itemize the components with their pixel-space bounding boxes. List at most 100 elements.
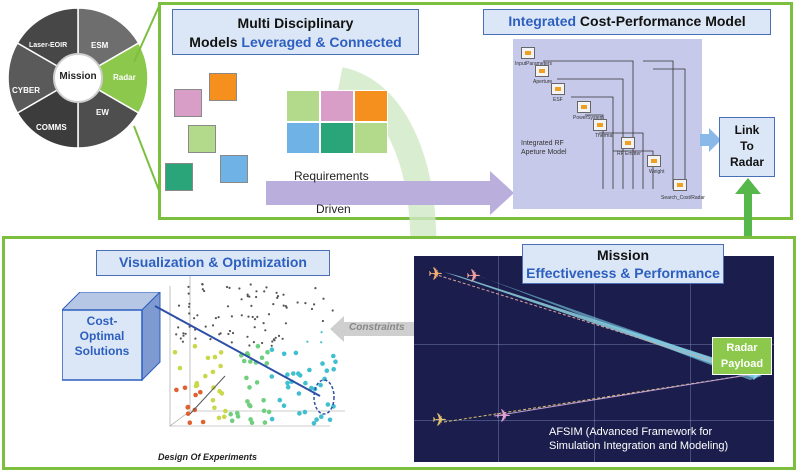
doe-point — [259, 355, 265, 361]
model-square-orange — [209, 73, 237, 101]
doe-point — [282, 304, 285, 307]
doe-point — [244, 375, 249, 381]
aircraft-icon: ✈ — [428, 264, 444, 284]
doe-point — [267, 313, 271, 316]
doe-point — [217, 316, 220, 319]
grid-cell — [286, 90, 320, 122]
doe-point — [185, 405, 190, 410]
doe-point — [275, 291, 278, 294]
engagement-tracks — [433, 272, 764, 423]
doe-point — [245, 351, 250, 356]
doe-point — [261, 341, 264, 345]
model-block — [521, 47, 535, 59]
doe-point — [172, 349, 178, 355]
doe-point — [227, 332, 230, 336]
doe-point — [230, 341, 233, 344]
driven-label: Driven — [316, 202, 351, 216]
doe-point — [177, 365, 183, 371]
doe-point — [314, 287, 317, 290]
doe-point — [285, 306, 288, 309]
multi-title-line1: Multi Disciplinary — [237, 15, 354, 31]
doe-point — [250, 304, 253, 307]
doe-point — [277, 397, 283, 403]
connected-models-grid — [286, 90, 388, 154]
doe-point — [192, 407, 198, 413]
cube-line2: Optimal — [79, 329, 125, 343]
afsim-caption: AFSIM (Advanced Framework for Simulation… — [549, 425, 728, 453]
doe-point — [276, 296, 279, 299]
model-square-blue — [220, 155, 248, 183]
link-to-radar-box: Link To Radar — [719, 117, 775, 177]
doe-point — [188, 312, 191, 315]
doe-point — [265, 286, 268, 289]
visualization-title: Visualization & Optimization — [96, 250, 330, 276]
doe-point — [185, 411, 191, 416]
doe-point — [246, 335, 249, 338]
doe-point — [282, 293, 285, 296]
doe-point — [225, 285, 229, 289]
doe-point — [285, 380, 290, 386]
doe-point — [219, 332, 222, 335]
doe-point — [306, 340, 309, 343]
doe-point — [285, 372, 290, 377]
doe-point — [320, 361, 325, 366]
doe-point — [269, 374, 275, 379]
multi-title-line2: Models Leveraged & Connected — [173, 33, 418, 52]
model-block — [621, 137, 635, 149]
doe-point — [187, 292, 190, 295]
radar-payload-line2: Payload — [720, 358, 764, 370]
doe-point — [201, 288, 204, 291]
doe-point — [249, 420, 255, 425]
doe-point — [226, 305, 230, 308]
link-line1: Link — [734, 123, 760, 137]
link-line2: To — [740, 139, 754, 153]
doe-point — [255, 290, 258, 293]
doe-point — [310, 307, 314, 311]
doe-point — [320, 341, 323, 344]
link-arrow-head — [709, 128, 721, 152]
doe-point — [246, 295, 249, 298]
doe-point — [192, 343, 198, 349]
doe-point — [255, 343, 261, 349]
aircraft-icon: ✈ — [496, 406, 512, 426]
viz-title-text: Visualization & Optimization — [119, 254, 307, 270]
doe-point — [203, 289, 206, 293]
wheel-center — [53, 53, 103, 103]
link-line3: Radar — [729, 155, 764, 169]
doe-point — [272, 338, 275, 341]
doe-point — [177, 326, 180, 329]
doe-point — [285, 384, 291, 390]
doe-point — [281, 351, 287, 357]
doe-point — [263, 290, 266, 293]
model-square-pink — [174, 89, 202, 117]
doe-point — [271, 340, 274, 343]
wheel-label-radar: Radar — [113, 73, 136, 82]
integrated-title-a: Integrated — [508, 13, 577, 29]
doe-point — [248, 359, 253, 364]
doe-point — [266, 409, 272, 415]
mission-title: Mission Effectiveness & Performance — [522, 244, 724, 284]
doe-label: Design Of Experiments — [158, 452, 258, 462]
doe-point — [228, 329, 232, 333]
doe-point — [304, 302, 307, 305]
afsim-line1: AFSIM (Advanced Framework for — [549, 426, 713, 438]
model-block-label: Weight — [649, 169, 665, 175]
model-square-teal — [165, 163, 193, 191]
integrated-model-diagram: InputParameters Aperture ESF PowerSystem… — [513, 39, 705, 209]
doe-point — [247, 385, 252, 390]
doe-point — [231, 331, 235, 335]
doe-point — [303, 380, 308, 386]
doe-point — [245, 399, 250, 404]
doe-point — [182, 334, 185, 337]
doe-point — [228, 411, 233, 417]
doe-point — [321, 319, 324, 323]
doe-point — [247, 315, 250, 318]
doe-point — [284, 322, 287, 325]
doe-point — [175, 333, 178, 336]
doe-point — [324, 368, 330, 373]
doe-point — [194, 337, 197, 340]
grid-cell — [320, 122, 354, 154]
doe-point — [296, 391, 302, 396]
doe-point — [223, 408, 228, 414]
doe-point — [272, 303, 275, 306]
